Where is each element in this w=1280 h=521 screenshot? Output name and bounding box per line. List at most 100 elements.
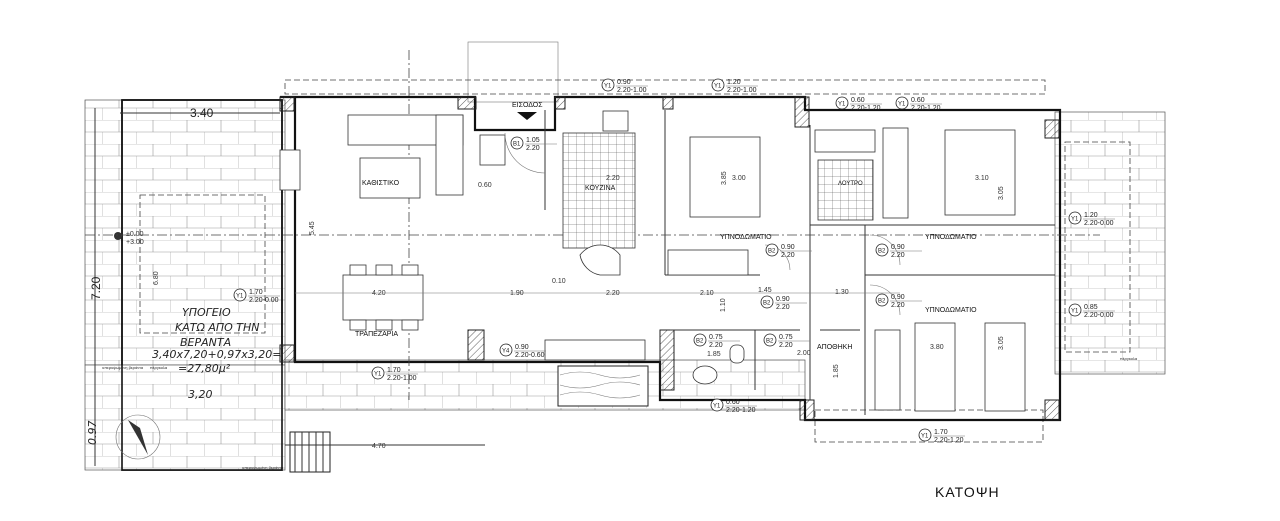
entrance-door-swing[interactable] — [504, 132, 546, 174]
opening-width: 0.90 — [515, 344, 529, 351]
opening-tag: Y11.702.20-1.20 — [918, 428, 965, 444]
veranda-note-line3: ΒΕΡΑΝΤΑ — [180, 336, 231, 349]
wardrobe — [874, 329, 901, 411]
opening-code: Y1 — [1071, 217, 1079, 223]
opening-height: 2.20-1.20 — [934, 437, 964, 444]
opening-width: 0.60 — [726, 399, 740, 406]
dimension-label: 1.90 — [510, 290, 524, 297]
entrance-arrow-icon — [517, 112, 537, 120]
opening-tag-circle — [875, 243, 889, 257]
armchair — [279, 149, 301, 191]
room-label-dining: ΤΡΑΠΕΖΑΡΙΑ — [355, 331, 398, 338]
opening-tag-circle — [763, 333, 777, 347]
wooden-deck — [557, 365, 649, 407]
opening-tag-circle — [601, 78, 615, 92]
veranda-note-calc: 3,40x7,20+0,97x3,20= — [152, 348, 281, 361]
dimension-label: 3.05 — [998, 186, 1005, 200]
opening-width: 0.90 — [891, 294, 905, 301]
level-label: ±0.00 — [126, 231, 144, 238]
opening-tag: Y11.702.20-0.00 — [233, 288, 280, 304]
raised-veranda-label: υπερυψωμένη βεράντα — [102, 365, 144, 370]
opening-height: 2.20-1.20 — [726, 407, 756, 414]
opening-tag-circle — [499, 343, 513, 357]
opening-tag: B2 0.752.20 — [693, 333, 740, 349]
pergola-label: πέργκολα — [1120, 356, 1138, 361]
opening-height: 2.20 — [526, 145, 540, 152]
coffee-table — [359, 157, 421, 199]
opening-height: 2.20-1.00 — [727, 87, 757, 94]
room-label-entrance: ΕΙΣΟΔΟΣ — [512, 102, 543, 109]
opening-code: Y1 — [1071, 309, 1079, 315]
room-label-bedroom-1: ΥΠΝΟΔΩΜΑΤΙΟ — [720, 234, 772, 241]
opening-tag-circle — [760, 295, 774, 309]
opening-code: Y4 — [502, 349, 510, 355]
opening-code: B2 — [696, 339, 704, 345]
opening-tag: Y1 0.602.20-1.20 — [895, 96, 942, 112]
dining-table — [342, 274, 424, 321]
opening-height: 2.20 — [891, 302, 905, 309]
wardrobe — [667, 249, 749, 276]
dimension-label: 3.10 — [975, 175, 989, 182]
roof-overhang — [284, 79, 1046, 95]
dimension-label: 2.20 — [606, 175, 620, 182]
bed — [944, 129, 1016, 216]
opening-width: 1.70 — [387, 367, 401, 374]
opening-width: 0.90 — [891, 244, 905, 251]
opening-width: 0.60 — [911, 97, 925, 104]
dimension-label: 4.20 — [372, 290, 386, 297]
opening-width: 0.75 — [709, 334, 723, 341]
opening-tag-circle — [1068, 211, 1082, 225]
dimension-label: 3.85 — [721, 171, 728, 185]
opening-tag-circle — [233, 288, 247, 302]
dimension-veranda-inner: 6.80 — [153, 271, 160, 285]
opening-width: 0.90 — [781, 244, 795, 251]
opening-code: Y1 — [898, 102, 906, 108]
kitchen-floor — [562, 132, 636, 249]
opening-height: 2.20-1.20 — [911, 105, 941, 112]
dimension-label: 2.00 — [797, 350, 811, 357]
opening-tag: Y10.602.20-1.20 — [835, 96, 882, 112]
room-label-bath: ΛΟΥΤΡΟ — [838, 181, 863, 187]
opening-tag-circle — [1068, 303, 1082, 317]
dimension-label: 1.85 — [833, 364, 840, 378]
dimension-label: 3.05 — [998, 336, 1005, 350]
north-arrow-needle-icon — [128, 420, 148, 455]
opening-code: B1 — [513, 142, 521, 148]
room-label-kitchen: ΚΟΥΖΙΝΑ — [585, 185, 616, 192]
toilet — [729, 344, 745, 364]
opening-height: 2.20 — [709, 342, 723, 349]
dimension-label: 1.30 — [835, 289, 849, 296]
opening-tag: B20.902.20 — [875, 293, 922, 309]
dimension-label: 2.20 — [606, 290, 620, 297]
opening-code: B2 — [768, 249, 776, 255]
opening-code: Y1 — [713, 404, 721, 410]
opening-tag-circle — [765, 243, 779, 257]
left-veranda — [84, 99, 286, 471]
veranda-note-line2: ΚΑΤΩ ΑΠΟ ΤΗΝ — [175, 321, 260, 334]
opening-tag-circle — [711, 78, 725, 92]
bed — [689, 136, 761, 218]
level-label: +3.00 — [126, 239, 144, 246]
opening-width: 0.85 — [1084, 304, 1098, 311]
opening-height: 2.20 — [891, 252, 905, 259]
opening-height: 2.20-1.00 — [387, 375, 417, 382]
right-veranda — [1054, 111, 1166, 375]
opening-width: 1.20 — [727, 79, 741, 86]
opening-tag: B2 0.902.20 — [765, 243, 812, 259]
raised-veranda-label: υπερυψωμένη βεράντα — [242, 465, 284, 470]
opening-height: 2.20 — [779, 342, 793, 349]
opening-code: Y1 — [921, 434, 929, 440]
opening-tag: B20.902.20 — [760, 295, 807, 311]
drawing-title: ΚΑΤΟΨΗ — [935, 484, 1000, 500]
opening-width: 0.90 — [776, 296, 790, 303]
opening-height: 2.20-0.00 — [249, 297, 279, 304]
opening-height: 2.20 — [781, 252, 795, 259]
dimension-label: 1.85 — [707, 351, 721, 358]
opening-code: Y1 — [604, 84, 612, 90]
opening-height: 2.20 — [776, 304, 790, 311]
opening-tag: B20.902.20 — [875, 243, 922, 259]
opening-width: 1.05 — [526, 137, 540, 144]
opening-tag-circle — [875, 293, 889, 307]
north-arrow-icon — [115, 414, 161, 460]
